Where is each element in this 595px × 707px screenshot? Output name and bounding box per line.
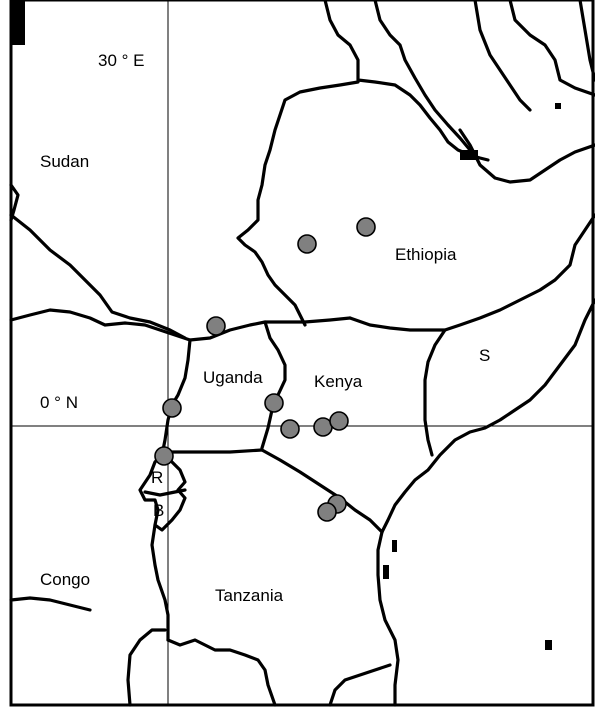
country-label-rwanda: R [151, 468, 163, 487]
border-sudan-car [9, 213, 187, 340]
border-uganda-kenya [260, 320, 287, 450]
sample-point [154, 446, 174, 466]
border-congo-tanzania [150, 523, 170, 642]
sample-point [317, 502, 337, 522]
island-pemba [392, 540, 397, 552]
country-label-sudan: Sudan [40, 152, 89, 171]
country-label-tanzania: Tanzania [215, 586, 284, 605]
latitude-label: 0 ° N [40, 393, 78, 412]
border-uganda-tanzania [163, 448, 264, 454]
border-sudan-ethiopia [236, 80, 360, 327]
island-dahlak [460, 150, 478, 160]
sample-point [297, 234, 317, 254]
border-ne [578, 0, 595, 82]
sample-point [329, 411, 349, 431]
border-yemen-coast [508, 0, 595, 97]
island-comoros [545, 640, 552, 650]
sample-point [280, 419, 300, 439]
island-ne [555, 103, 561, 109]
country-label-somalia: S [479, 346, 490, 365]
border-rwanda-burundi-split [143, 488, 187, 497]
border-kenya-somalia [423, 328, 447, 457]
country-label-congo: Congo [40, 570, 90, 589]
country-label-burundi: B [153, 501, 164, 520]
border-red-sea-coast [373, 0, 472, 152]
border-arabia-coast [473, 0, 532, 112]
border-zambia-west [126, 628, 167, 707]
sample-point [264, 393, 284, 413]
sample-point [162, 398, 182, 418]
border-kenya-tanzania [260, 448, 384, 534]
sample-point [206, 316, 226, 336]
map-frame [9, 0, 595, 707]
map-corner-block [11, 0, 25, 45]
border-gulf-aden [458, 128, 595, 184]
border-uganda-congo [160, 338, 192, 457]
country-label-ethiopia: Ethiopia [395, 245, 457, 264]
country-label-kenya: Kenya [314, 372, 363, 391]
border-congo-south [9, 596, 92, 612]
border-tanzania-moz [328, 663, 392, 707]
border-tanzania-coast [376, 530, 400, 707]
border-west-edge [9, 183, 20, 222]
border-ethiopia-somalia-east [348, 213, 595, 332]
island-zanzibar [383, 565, 389, 579]
country-borders [9, 0, 595, 707]
border-rwanda-burundi [138, 453, 187, 532]
border-somalia-coast [380, 298, 595, 534]
country-label-uganda: Uganda [203, 368, 263, 387]
border-tanzania-zambia [166, 638, 277, 707]
longitude-label: 30 ° E [98, 51, 145, 70]
sample-point [356, 217, 376, 237]
border-sudan-south [9, 308, 352, 342]
sample-points [154, 217, 376, 522]
